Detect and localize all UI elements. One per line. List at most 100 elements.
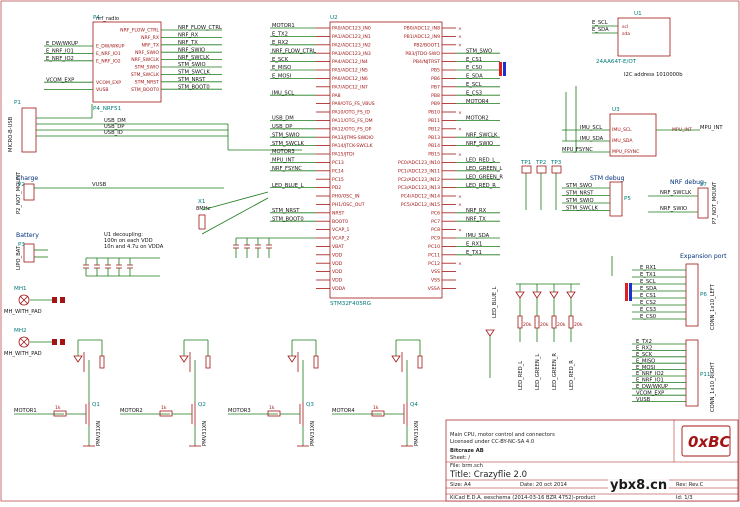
motor-q-ref: Q4 <box>410 402 418 408</box>
eeprom-pin-scl: scl <box>622 24 628 30</box>
eeprom-net-scl: E_SCL <box>592 20 608 26</box>
no-connect-mark: × <box>458 194 462 200</box>
eeprom-net-sda: E_SDA <box>592 27 609 33</box>
mcu-left-pin-label: PA1/ADC123_IN1 <box>332 34 371 40</box>
tp1-label: TP1 <box>520 160 532 166</box>
led-resistor <box>517 315 523 329</box>
nrf-debug-title: NRF debug <box>670 179 704 186</box>
no-connect-mark: × <box>458 202 462 208</box>
expansion-net-label: E_CS0 <box>640 314 656 320</box>
mcu-left-pin-label: PA4/ADC12_IN4 <box>332 59 368 65</box>
expansion2-connector <box>685 339 699 407</box>
mcu-left-pin-label: PH0/OSC_IN <box>332 194 360 200</box>
mh1-ref: MH1 <box>14 286 27 292</box>
mcu-left-pin-label: PA5/ADC12_IN5 <box>332 68 368 74</box>
mcu-right-pin-label: PB11 <box>428 118 440 124</box>
crystal-body <box>198 214 206 230</box>
motor-resistor <box>313 355 319 369</box>
led-resistor-value: 20k <box>540 322 549 328</box>
expansion-title: Expansion port <box>680 253 727 260</box>
nrf-right-pin-label: STM_SWCLK <box>131 72 160 78</box>
annotation-red-mark <box>499 62 502 76</box>
mcu-left-net-label: E_MOSI <box>272 74 292 80</box>
nrf-right-net-label: NRF_RX <box>178 33 199 39</box>
led-net-label: LED_RED_L <box>518 361 524 390</box>
mcu-right-pin-label: PB7 <box>431 84 440 90</box>
mcu-right-pin-label: PB3/JTDO-SWO <box>405 51 440 57</box>
mcu-right-net-label: NRF_SWIO <box>466 141 493 147</box>
mcu-right-pin-label: PB13 <box>428 135 440 141</box>
motor-part-label: PMV31XN <box>202 421 208 446</box>
nrf-debug-label: P7_NOT_MOUNT <box>712 181 718 224</box>
crystal-block: X1 8MHz <box>196 191 269 235</box>
motor-net-label: MOTOR4 <box>332 408 355 414</box>
usb-net-dm: USB_DM <box>104 118 126 124</box>
nrf-right-net-label: NRF_SWCLK <box>178 55 210 61</box>
mpu-pin-3: MPU_FSYNC <box>612 149 639 155</box>
title-desc: Main CPU, motor control and connectors <box>450 432 555 438</box>
decoupling-caps <box>83 237 316 277</box>
stm-debug-block: STM debug TP1 TP2 TP3 P5 STM_SWOSTM_NRST… <box>520 160 631 217</box>
motor-gate-resistor <box>159 410 173 417</box>
title-company: Bitcraze AB <box>450 448 484 454</box>
motor-resistor-value: 1k <box>161 405 167 411</box>
stm-debug-net-label: STM_NRST <box>566 191 594 197</box>
expansion2-ref: P11 <box>700 372 711 378</box>
nrf-right-pin-label: STM_NRST <box>135 79 160 85</box>
mcu-left-pin-label: VDD <box>332 252 343 258</box>
diode-symbol <box>391 355 401 363</box>
no-connect-mark: × <box>458 43 462 49</box>
mcu-left-pin-label: PC15 <box>332 177 344 183</box>
title-block: Main CPU, motor control and connectors L… <box>445 419 739 502</box>
crystal-ref: X1 <box>198 199 206 205</box>
motor-gate-resistor <box>371 410 385 417</box>
mcu-right-net-label: E_CS0 <box>466 65 482 71</box>
mpu-block: U3 IMU_SCL IMU_SDA MPU_FSYNC MPU_INT IMU… <box>562 86 723 157</box>
mcu-right-pin-label: PB4/NJTRST <box>413 59 440 65</box>
mcu-left-net-label: USB_DP <box>272 124 292 130</box>
tp2-label: TP2 <box>535 160 546 166</box>
eeprom-address: I2C address 1010000b <box>624 72 683 78</box>
mcu-left-pin-label: PA11/OTG_FS_DM <box>332 118 373 124</box>
mpu-pin-2: IMU_SDA <box>612 138 633 144</box>
mh2-circle <box>18 336 30 348</box>
mcu-ref: U2 <box>330 15 338 21</box>
mcu-left-pin-label: PA3/ADC123_IN3 <box>332 51 371 57</box>
led-symbol <box>549 291 559 299</box>
mcu-right-net-label: NRF_TX <box>466 216 486 222</box>
crystal-value: 8MHz <box>196 206 211 212</box>
mcu-left-pin-label: PH1/OSC_OUT <box>332 202 365 208</box>
nrf-right-net-label: STM_SWCLK <box>178 70 210 76</box>
eeprom-part: 24AA64T-E/OT <box>596 59 637 65</box>
led-net-label: LED_RED_R <box>569 360 575 390</box>
expansion2-net-label: E_TX2 <box>636 339 652 345</box>
nrf-right-net-label: NRF_TX <box>178 40 198 46</box>
mcu-right-pin-label: PC4/ADC12_IN14 <box>401 194 440 200</box>
nrf-left-pins: E_DW/WKUPE_DW/WKUPE_NRF_IO1E_NRF_IO1E_NR… <box>44 41 125 93</box>
mcu-right-pin-label: VSS <box>431 278 440 284</box>
title-main: Title: Crazyflie 2.0 <box>449 470 527 480</box>
mcu-right-pin-label: PC11 <box>428 252 440 258</box>
expansion-block: Expansion port P6 CONN_1x10_LEFT E_RX1E_… <box>611 253 727 412</box>
expansion-net-label: E_SCL <box>640 279 656 285</box>
mcu-right-net-label: LED_GREEN_L <box>466 166 502 172</box>
expansion2-net-label: E_DW/WKUP <box>636 384 668 390</box>
mcu-left-net-label: STM_SWCLK <box>272 141 304 147</box>
motor-net-label: MOTOR1 <box>14 408 37 414</box>
mh1-pad <box>60 297 65 303</box>
eeprom-pin-sda: sda <box>622 31 630 37</box>
nrf-left-pin-label: E_DW/WKUP <box>96 44 125 50</box>
mpu-pin-1: IMU_SCL <box>612 127 632 133</box>
nrf-left-pin-label: VCOM_EXP <box>96 80 121 86</box>
mpu-net-int: MPU_INT <box>700 125 723 131</box>
no-connect-mark: × <box>458 26 462 32</box>
nrf-left-net-label: VCOM_EXP <box>46 77 74 83</box>
nrf-debug-net-2: NRF_SWIO <box>660 206 687 212</box>
mcu-left-net-label: USB_DM <box>272 116 294 122</box>
led-resistor <box>551 315 557 329</box>
mcu-left-net-label: NRF_FSYNC <box>272 166 302 172</box>
led-symbol <box>566 291 576 299</box>
no-connect-mark: × <box>458 34 462 40</box>
